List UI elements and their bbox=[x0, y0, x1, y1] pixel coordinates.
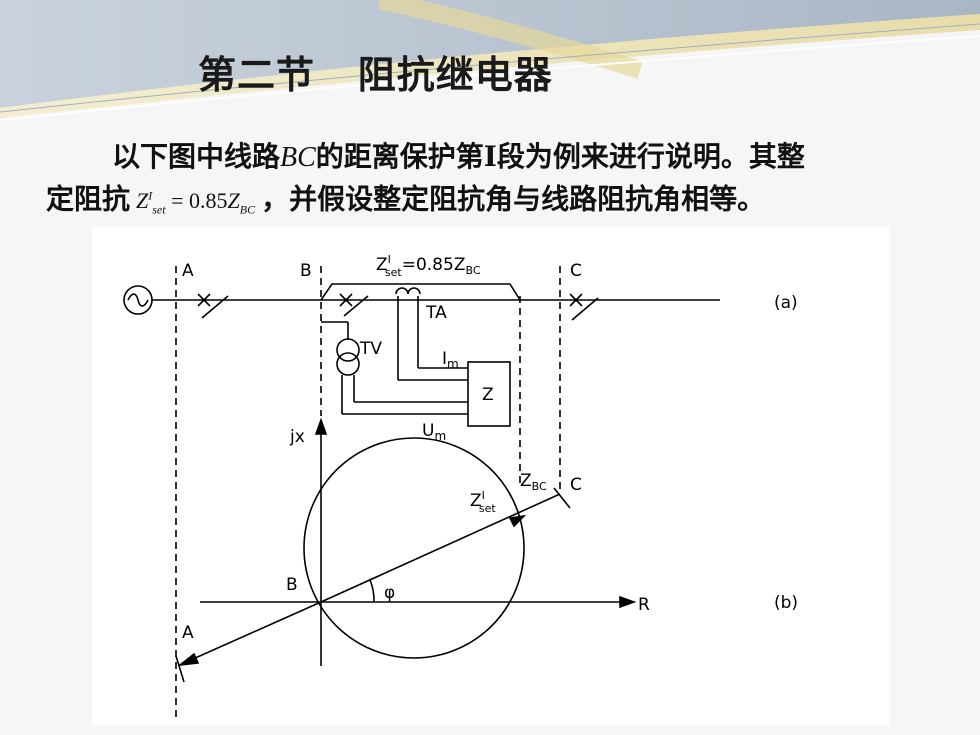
setting-formula: ZIset = 0.85ZBC bbox=[136, 188, 256, 217]
slide-title: 第二节 阻抗继电器 bbox=[198, 52, 553, 97]
paragraph-text: 定阻抗 bbox=[46, 182, 131, 216]
node-a-label: A bbox=[182, 261, 194, 281]
point-c-label: C bbox=[570, 475, 582, 495]
diagram-svg: A B C ZIset=0.85ZBC TA TV Im Z Um (a) (b… bbox=[123, 253, 798, 722]
panel-b-label: (b) bbox=[774, 593, 798, 613]
line-bc-label: BC bbox=[280, 142, 316, 173]
im-label: Im bbox=[442, 349, 459, 371]
phi-angle-label: φ bbox=[384, 583, 395, 603]
ta-label: TA bbox=[425, 303, 447, 323]
point-a-label: A bbox=[182, 623, 194, 643]
zbc-label: ZBC bbox=[520, 471, 547, 493]
paragraph-text: ，并假设整定阻抗角与线路阻抗角相等。 bbox=[261, 182, 766, 216]
um-label: Um bbox=[422, 421, 446, 443]
operating-circle bbox=[303, 437, 525, 659]
node-b-label: B bbox=[300, 261, 312, 281]
relay-z-label: Z bbox=[482, 385, 494, 405]
paragraph-line-1: 以下图中线路BC的距离保护第Ⅰ段为例来进行说明。其整 bbox=[46, 138, 946, 177]
paragraph-text: 的距离保护第Ⅰ段为例来进行说明。其整 bbox=[315, 140, 805, 173]
origin-b-label: B bbox=[286, 575, 298, 595]
relay-z-box bbox=[467, 361, 511, 427]
panel-a-label: (a) bbox=[774, 293, 798, 313]
axis-jx-label: jx bbox=[289, 427, 305, 447]
tv-label: TV bbox=[359, 339, 382, 359]
node-c-label: C bbox=[570, 261, 582, 281]
header-swoosh-decoration bbox=[0, 0, 980, 140]
paragraph-text: 以下图中线路 bbox=[112, 140, 281, 173]
axis-r-label: R bbox=[638, 595, 650, 615]
